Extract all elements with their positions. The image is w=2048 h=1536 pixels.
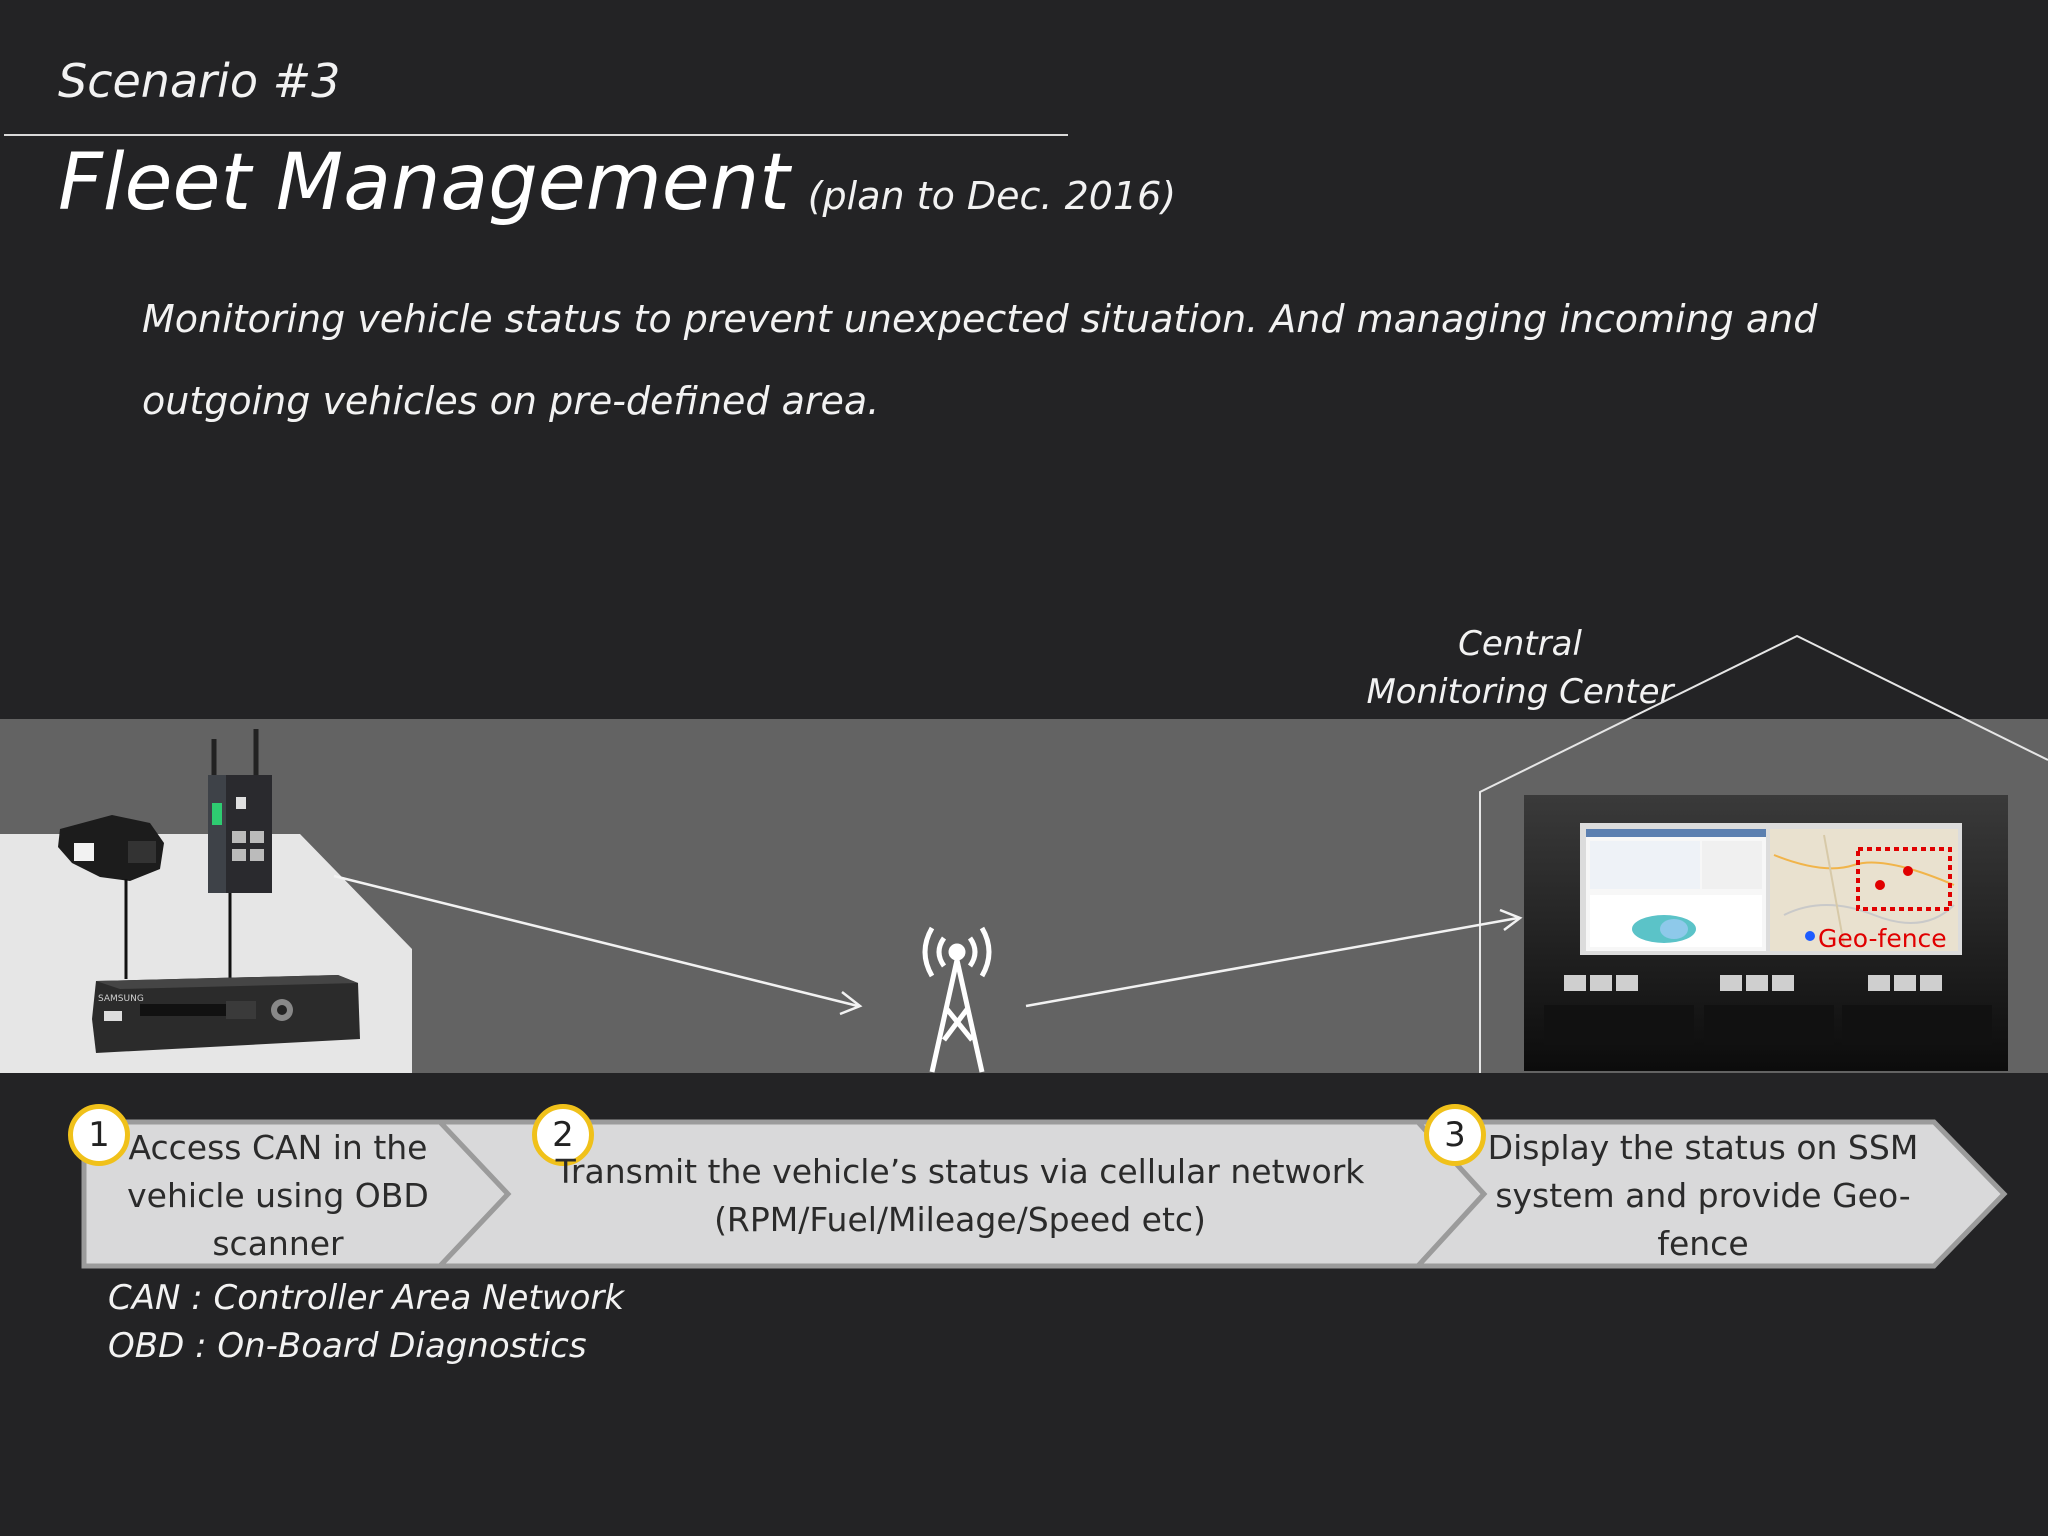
video-wall-graphic: Geo-fence (1524, 795, 2008, 1071)
monitoring-center-label-line1: Central (1458, 624, 1582, 664)
vehicle-marker (1903, 866, 1913, 876)
glossary-item-can: CAN : Controller Area Network (108, 1278, 625, 1318)
step2-text-line1: Transmit the vehicle’s status via cellul… (555, 1152, 1365, 1191)
step2-badge: 2 (532, 1104, 594, 1166)
device-brand-text: SAMSUNG (98, 994, 144, 1004)
vehicle-marker-blue (1805, 931, 1815, 941)
monitoring-room-image: Geo-fence (1524, 795, 2008, 1071)
mobile-dvr-icon: SAMSUNG (92, 975, 360, 1053)
page-title: Fleet Management (58, 138, 790, 228)
scenario-description: Monitoring vehicle status to prevent une… (142, 297, 1818, 423)
monitoring-center-label-line2: Monitoring Center (1366, 672, 1674, 712)
glossary-item-obd: OBD : On-Board Diagnostics (108, 1326, 587, 1366)
monitoring-center-label: Central Monitoring Center (1360, 620, 1680, 716)
step1-text: Access CAN in the vehicle using OBD scan… (127, 1128, 429, 1263)
step3-text: Display the status on SSM system and pro… (1487, 1128, 1919, 1263)
step1-badge: 1 (68, 1104, 130, 1166)
page-subtitle: (plan to Dec. 2016) (807, 174, 1177, 218)
step2-text-line2: (RPM/Fuel/Mileage/Speed etc) (714, 1200, 1206, 1239)
router-icon (208, 729, 272, 893)
glossary: CAN : Controller Area Network OBD : On-B… (108, 1274, 624, 1370)
vehicle-marker (1875, 880, 1885, 890)
operator-desks (1544, 1005, 1992, 1045)
scenario-label: Scenario #3 (58, 54, 341, 108)
header-divider (4, 134, 1068, 136)
geofence-label: Geo-fence (1818, 924, 1947, 953)
obd-scanner-icon (58, 815, 164, 881)
step2-text: Transmit the vehicle’s status via cellul… (530, 1148, 1390, 1244)
title-group: Fleet Management (plan to Dec. 2016) (58, 138, 1176, 228)
step3-badge: 3 (1424, 1104, 1486, 1166)
device-panel: SAMSUNG (0, 729, 412, 1073)
